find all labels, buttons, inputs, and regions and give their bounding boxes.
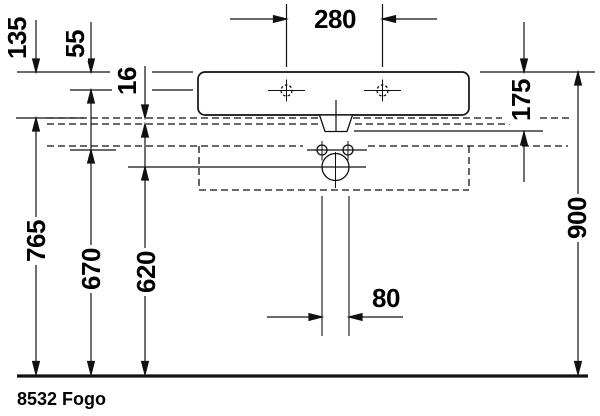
arrowhead xyxy=(380,14,397,24)
arrowhead xyxy=(140,360,150,377)
faucet-hole-markers xyxy=(268,79,401,102)
arrowhead xyxy=(86,360,96,377)
dim-label-175: 175 xyxy=(506,76,536,124)
hole-circle-dashed xyxy=(376,84,389,97)
reference-lines xyxy=(16,71,595,168)
arrowhead xyxy=(346,312,363,322)
faucet-hole-left xyxy=(268,79,305,102)
dim-label-80: 80 xyxy=(369,285,403,311)
dimension-175 xyxy=(519,22,529,182)
arrowhead xyxy=(308,312,325,322)
arrowhead xyxy=(519,58,529,75)
model-label: 8532 Fogo xyxy=(17,389,107,409)
dim-label-620: 620 xyxy=(131,248,161,296)
dim-label-280: 280 xyxy=(311,6,359,32)
arrowhead xyxy=(140,164,150,181)
arrowhead xyxy=(31,58,41,75)
arrowhead xyxy=(31,115,41,132)
dim-label-135: 135 xyxy=(2,14,32,62)
dimension-135-765 xyxy=(31,20,41,377)
console-dashed-outline xyxy=(47,117,570,191)
arrowhead xyxy=(573,69,583,86)
arrowhead xyxy=(31,360,41,377)
dim-label-55: 55 xyxy=(60,27,90,61)
washbasin-body xyxy=(197,71,470,116)
arrowhead xyxy=(86,58,96,75)
dim-label-16: 16 xyxy=(112,64,142,98)
dim-label-765: 765 xyxy=(21,217,51,265)
arrowhead xyxy=(140,121,150,138)
drain-fittings xyxy=(316,141,354,336)
dimension-280 xyxy=(230,4,437,67)
faucet-hole-right xyxy=(364,79,401,102)
dimension-80 xyxy=(267,312,403,322)
dimension-16-620 xyxy=(140,66,150,377)
arrowhead xyxy=(272,14,289,24)
arrowhead xyxy=(573,360,583,377)
arrowhead xyxy=(519,129,529,146)
arrowhead xyxy=(86,147,96,164)
arrowhead xyxy=(140,104,150,121)
dim-label-900: 900 xyxy=(562,194,592,242)
dimension-55-670 xyxy=(86,22,96,377)
dim-label-670: 670 xyxy=(76,245,106,293)
arrowhead xyxy=(86,87,96,104)
hole-circle-dashed xyxy=(280,84,293,97)
washbasin-outline xyxy=(197,71,470,133)
